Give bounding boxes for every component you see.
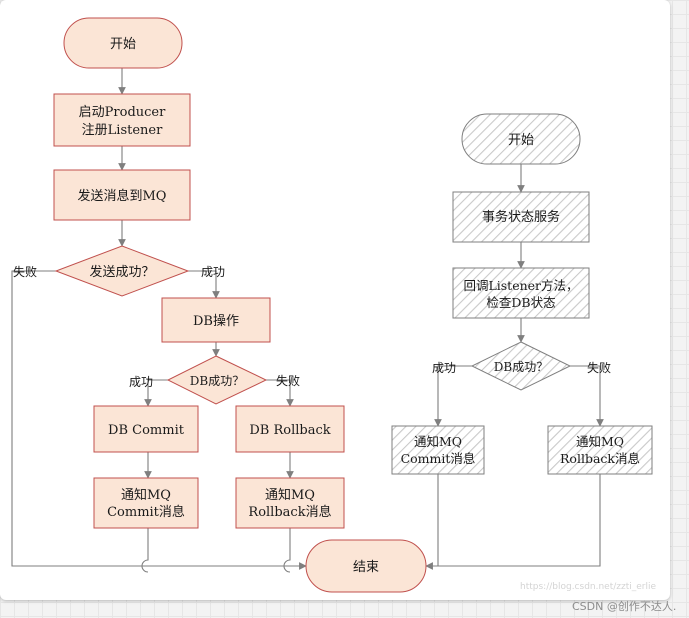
db-commit-label: DB Commit [108,423,185,438]
db-rollback-box [235,405,345,453]
right-fail-label: 失败 [587,360,611,375]
right-notify-rollback-line-1: 通知MQ [576,434,624,449]
right-notify-commit-line-1: 通知MQ [414,434,462,449]
notify-rollback-line-1: 通知MQ [265,487,315,503]
right-notify-rollback-box [547,425,653,475]
callback-line-2: 检查DB状态 [486,295,555,310]
start-producer-line-1: 启动Producer [79,105,166,120]
db-rollback-label: DB Rollback [249,423,330,438]
end-label: 结束 [353,560,379,575]
connectors [11,68,604,573]
arrow-send-success-to-db [188,270,220,299]
right-start-label: 开始 [508,133,534,148]
db-fail-label: 失败 [276,373,300,388]
db-commit-box [93,405,199,453]
arrow-db-success [144,379,168,407]
send-message-label: 发送消息到MQ [78,188,167,204]
notify-commit-line-1: 通知MQ [121,487,171,503]
db-success-label: 成功 [129,375,153,389]
tx-service-label: 事务状态服务 [482,209,560,225]
db-operation-label: DB操作 [193,313,239,329]
right-success-label: 成功 [432,361,456,375]
send-decision [54,245,190,297]
notify-commit-line-2: Commit消息 [107,504,185,520]
right-notify-commit-line-2: Commit消息 [401,451,476,466]
notify-rollback-box [235,477,345,529]
line-right-rollback-to-end [426,474,601,567]
callback-line-1: 回调Listener方法， [463,278,578,293]
line-send-fail-to-end [11,270,307,570]
tx-service-box [452,191,590,243]
line-notify-rollback-hop [283,528,291,573]
notify-rollback-line-2: Rollback消息 [248,504,331,520]
send-decision-label: 发送成功？ [89,264,154,280]
end-terminal [305,539,427,593]
right-notify-commit-box [391,425,485,475]
right-start-terminal [461,113,581,165]
db-decision [166,355,268,405]
line-notify-commit-hop [141,528,149,573]
right-notify-rollback-line-2: Rollback消息 [560,451,640,466]
send-success-label: 成功 [201,265,225,279]
send-message-box [53,169,191,221]
watermark-url: https://blog.csdn.net/zzti_erlie [520,582,657,592]
db-decision-label: DB成功？ [190,374,244,388]
watermark-credit: CSDN @创作不达人. [572,600,677,613]
start-terminal [63,17,183,69]
db-operation-box [161,297,271,343]
arrow-right-success [434,365,472,427]
right-db-decision-label: DB成功？ [494,360,548,374]
notify-commit-box [93,477,199,529]
arrow-db-fail [266,379,294,407]
start-label: 开始 [110,37,136,52]
start-producer-line-2: 注册Listener [82,123,163,138]
arrow-right-fail [570,365,604,427]
send-fail-label: 失败 [13,264,37,279]
right-db-decision [470,341,572,391]
start-producer-box [53,93,191,147]
callback-box [452,267,590,319]
arrow-right-commit-to-end [425,474,439,570]
